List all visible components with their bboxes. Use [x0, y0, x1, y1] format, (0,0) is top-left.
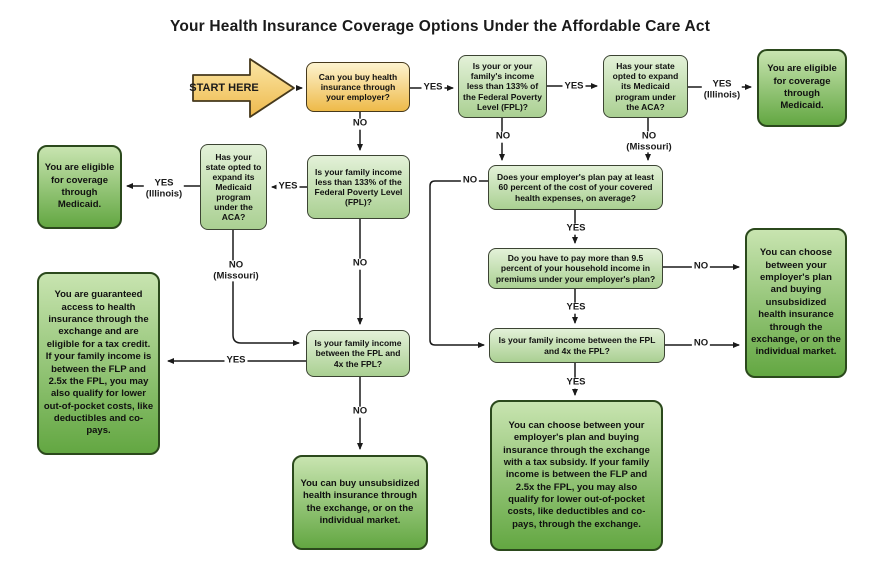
node-family-income-133: Is your or your family's income less tha… [458, 55, 547, 118]
edge-label-yes-fpl4x-mid: YES [224, 354, 248, 367]
node-text: Is your family income between the FPL an… [314, 338, 402, 369]
edge-label-no-family133: NO [493, 130, 513, 143]
outcome-buy-unsubsidized: You can buy unsubsidized health insuranc… [292, 455, 428, 550]
edge-label-yes-employer60: YES [564, 222, 588, 235]
start-here-label: START HERE [189, 82, 259, 94]
outcome-choose-unsubsidized: You can choose between your employer's p… [745, 228, 847, 378]
edge-label-no-employer: NO [350, 117, 370, 130]
node-text: You are guaranteed access to health insu… [43, 289, 154, 437]
node-text: You can choose between your employer's p… [751, 247, 841, 358]
edge-label-yes-employer: YES [421, 81, 445, 94]
node-income-133: Is your family income less than 133% of … [307, 155, 410, 219]
outcome-choose-with-subsidy: You can choose between your employer's p… [490, 400, 663, 551]
node-income-fpl-4x-right: Is your family income between the FPL an… [489, 328, 665, 363]
node-income-fpl-4x-mid: Is your family income between the FPL an… [306, 330, 410, 377]
edge-label-no-premiums: NO [691, 260, 711, 273]
outcome-medicaid-left: You are eligible for coverage through Me… [37, 145, 122, 229]
node-text: Can you buy health insurance through you… [318, 71, 398, 102]
edge-label-no-income133: NO [350, 257, 370, 270]
node-text: Is your family income between the FPL an… [498, 335, 656, 356]
edge-label-yes-premiums: YES [564, 301, 588, 314]
start-here-arrow [192, 58, 295, 118]
node-text: Is your or your family's income less tha… [463, 61, 542, 112]
connector-employer60-no [429, 180, 488, 348]
diagram-title: Your Health Insurance Coverage Options U… [169, 18, 711, 35]
node-state-medicaid-expansion-top: Has your state opted to expand its Medic… [603, 55, 688, 118]
node-text: Does your employer's plan pay at least 6… [497, 172, 654, 203]
node-employer-plan-60-percent: Does your employer's plan pay at least 6… [488, 165, 663, 210]
node-premiums-9-5-percent: Do you have to pay more than 9.5 percent… [488, 248, 663, 289]
node-text: Is your family income less than 133% of … [314, 166, 403, 208]
edge-label-yes-family133: YES [562, 80, 586, 93]
edge-label-no-missouri-top: NO(Missouri) [624, 130, 674, 153]
edge-label-yes-illinois-left: YES(Illinois) [143, 177, 185, 200]
node-text: You can buy unsubsidized health insuranc… [300, 477, 420, 526]
node-state-medicaid-expansion-left: Has your state opted to expand its Medic… [200, 144, 267, 230]
node-text: You can choose between your employer's p… [503, 419, 650, 530]
connector-state-left-no [232, 230, 300, 346]
edge-label-no-missouri-left: NO(Missouri) [211, 259, 261, 282]
edge-label-no-employer60: NO [460, 174, 480, 187]
node-text: Do you have to pay more than 9.5 percent… [495, 253, 656, 284]
edge-label-no-fpl4x-mid: NO [350, 405, 370, 418]
node-text: You are eligible for coverage through Me… [767, 63, 837, 112]
edge-label-no-fpl4x-right: NO [691, 337, 711, 350]
outcome-guaranteed-access: You are guaranteed access to health insu… [37, 272, 160, 455]
node-text: Has your state opted to expand its Medic… [205, 151, 262, 223]
edge-label-yes-income133: YES [276, 180, 300, 193]
node-text: You are eligible for coverage through Me… [44, 162, 115, 211]
edge-label-yes-fpl4x-right: YES [564, 376, 588, 389]
edge-label-yes-illinois-top: YES(Illinois) [701, 78, 743, 101]
outcome-medicaid-right: You are eligible for coverage through Me… [757, 49, 847, 127]
node-text: Has your state opted to expand its Medic… [612, 61, 679, 112]
node-can-buy-through-employer: Can you buy health insurance through you… [306, 62, 410, 112]
